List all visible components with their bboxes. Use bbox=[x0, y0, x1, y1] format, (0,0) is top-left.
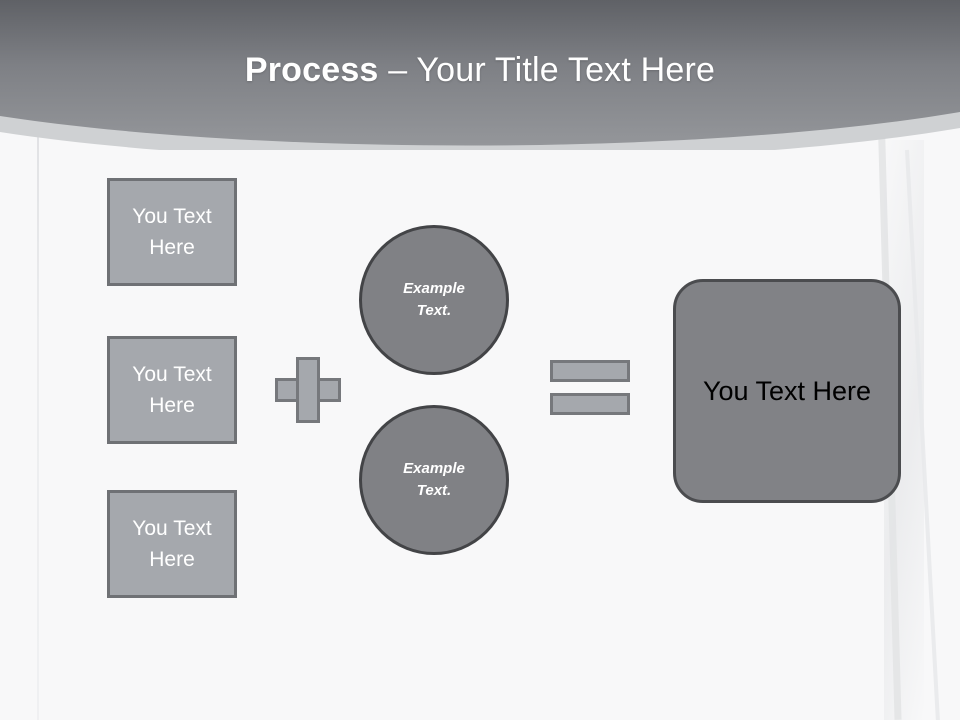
page-title: Process – Your Title Text Here bbox=[0, 48, 960, 92]
plus-center-fill bbox=[299, 381, 317, 399]
slide-header: Process – Your Title Text Here bbox=[0, 0, 960, 150]
input-box-2[interactable]: You Text Here bbox=[107, 336, 237, 444]
title-separator: – bbox=[378, 51, 417, 89]
input-box-3-line2: Here bbox=[149, 548, 195, 571]
input-box-1-line1: You Text bbox=[132, 205, 212, 228]
input-box-1[interactable]: You Text Here bbox=[107, 178, 237, 286]
header-curve-graphic bbox=[0, 0, 960, 150]
title-bold-part: Process bbox=[244, 51, 379, 89]
input-box-2-text: You Text Here bbox=[132, 359, 211, 421]
example-circle-1[interactable]: Example Text. bbox=[359, 225, 509, 375]
example-circle-1-line2: Text. bbox=[416, 302, 452, 319]
result-box-label: You Text Here bbox=[702, 375, 872, 406]
right-wedge-line-inner bbox=[905, 149, 940, 720]
left-hairline bbox=[37, 120, 39, 720]
example-circle-1-text: Example Text. bbox=[403, 278, 465, 322]
title-light-part: Your Title Text Here bbox=[416, 51, 716, 89]
input-box-2-line1: You Text bbox=[132, 363, 212, 386]
example-circle-2[interactable]: Example Text. bbox=[359, 405, 509, 555]
plus-icon bbox=[275, 357, 341, 423]
input-box-1-line2: Here bbox=[149, 236, 195, 259]
equals-bottom-bar bbox=[550, 393, 630, 415]
equals-top-bar bbox=[550, 360, 630, 382]
input-box-3-line1: You Text bbox=[132, 517, 212, 540]
input-box-3-text: You Text Here bbox=[132, 513, 211, 575]
input-box-2-line2: Here bbox=[149, 394, 195, 417]
example-circle-2-line2: Text. bbox=[416, 482, 452, 499]
result-box[interactable]: You Text Here bbox=[673, 279, 901, 503]
example-circle-2-text: Example Text. bbox=[403, 458, 465, 502]
input-box-3[interactable]: You Text Here bbox=[107, 490, 237, 598]
example-circle-1-line1: Example bbox=[403, 280, 465, 297]
equals-icon bbox=[550, 360, 630, 416]
input-box-1-text: You Text Here bbox=[132, 201, 211, 263]
example-circle-2-line1: Example bbox=[403, 460, 465, 477]
